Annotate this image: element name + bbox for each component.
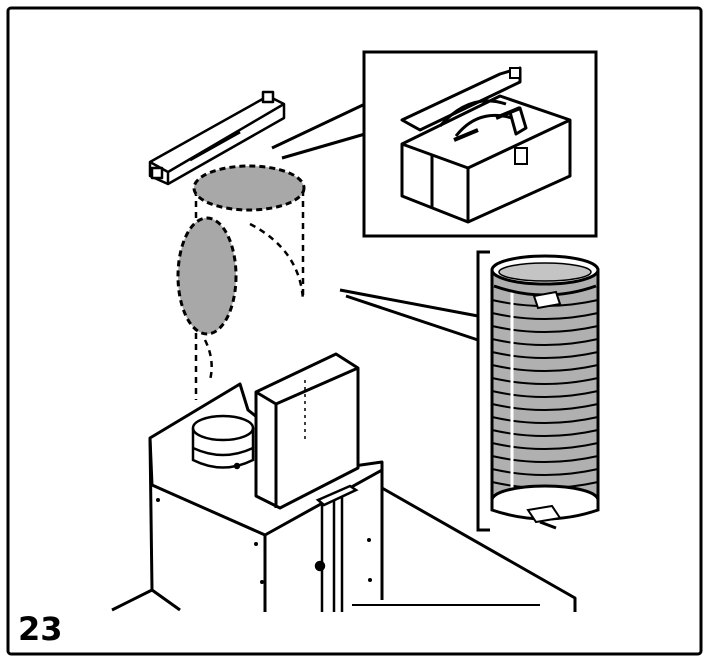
hose-rib <box>491 429 599 437</box>
flexible-duct-hose <box>490 254 600 530</box>
hose-rib <box>491 403 599 411</box>
body-screws <box>156 498 372 584</box>
hose-rib <box>491 416 599 424</box>
duct-end-marker <box>192 164 306 212</box>
hose-rib <box>491 312 599 320</box>
hood-top-collar <box>191 414 255 470</box>
bracket-callout-lines <box>271 102 366 160</box>
hose-rib <box>491 377 599 385</box>
motor-box <box>254 352 360 510</box>
inset-duct-adapter <box>362 50 598 238</box>
hose-rib <box>491 325 599 333</box>
chimney-rails <box>314 484 359 612</box>
hose-rib <box>491 442 599 450</box>
hose-callout-lines <box>339 250 490 532</box>
hose-rib <box>491 390 599 398</box>
side-opening-marker <box>176 216 238 336</box>
hose-rib <box>491 468 599 476</box>
hose-rib <box>491 364 599 372</box>
wall-bracket <box>148 90 286 186</box>
hose-rib <box>491 455 599 463</box>
hose-rib <box>491 338 599 346</box>
hose-rib <box>491 351 599 359</box>
step-number: 23 <box>18 610 63 648</box>
